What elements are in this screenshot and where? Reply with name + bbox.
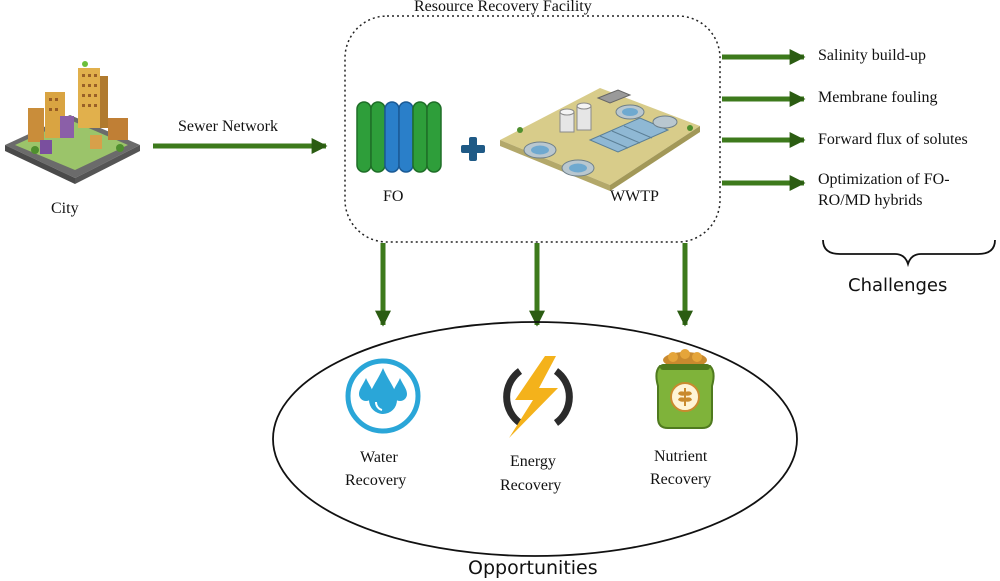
- city-label: City: [51, 200, 79, 217]
- challenge-item: Membrane fouling: [818, 89, 938, 106]
- wwtp-illustration: [500, 88, 700, 191]
- challenge-item: Salinity build-up: [818, 47, 926, 64]
- water-recovery-line2: Recovery: [345, 472, 407, 489]
- fo-label: FO: [383, 188, 404, 205]
- challenge-item: RO/MD hybrids: [818, 192, 923, 209]
- water-recovery-line1: Water: [360, 449, 398, 466]
- city-illustration: [5, 61, 140, 184]
- plus-icon: [461, 137, 485, 161]
- facility-box: [344, 15, 721, 243]
- energy-recovery-line1: Energy: [510, 453, 556, 470]
- challenges-heading: Challenges: [848, 275, 948, 296]
- facility-title: Resource Recovery Facility: [414, 0, 592, 15]
- energy-recovery-line2: Recovery: [500, 477, 562, 494]
- nutrient-recovery-line1: Nutrient: [654, 448, 708, 465]
- water-drops-icon: [345, 358, 421, 434]
- challenges-brace: [822, 239, 996, 268]
- opportunities-heading: Opportunities: [468, 557, 598, 579]
- fo-membrane-icon: [356, 101, 442, 173]
- opportunity-arrows: [374, 243, 694, 327]
- challenge-item: Optimization of FO-: [818, 171, 950, 188]
- wwtp-label: WWTP: [610, 188, 659, 205]
- lightning-bolt-icon: [503, 356, 573, 438]
- nutrient-bag-icon: [655, 349, 715, 429]
- opportunities-ellipse: [272, 321, 798, 557]
- sewer-network-label: Sewer Network: [178, 118, 278, 135]
- challenge-arrows: [722, 48, 806, 192]
- nutrient-recovery-line2: Recovery: [650, 471, 712, 488]
- challenge-item: Forward flux of solutes: [818, 131, 968, 148]
